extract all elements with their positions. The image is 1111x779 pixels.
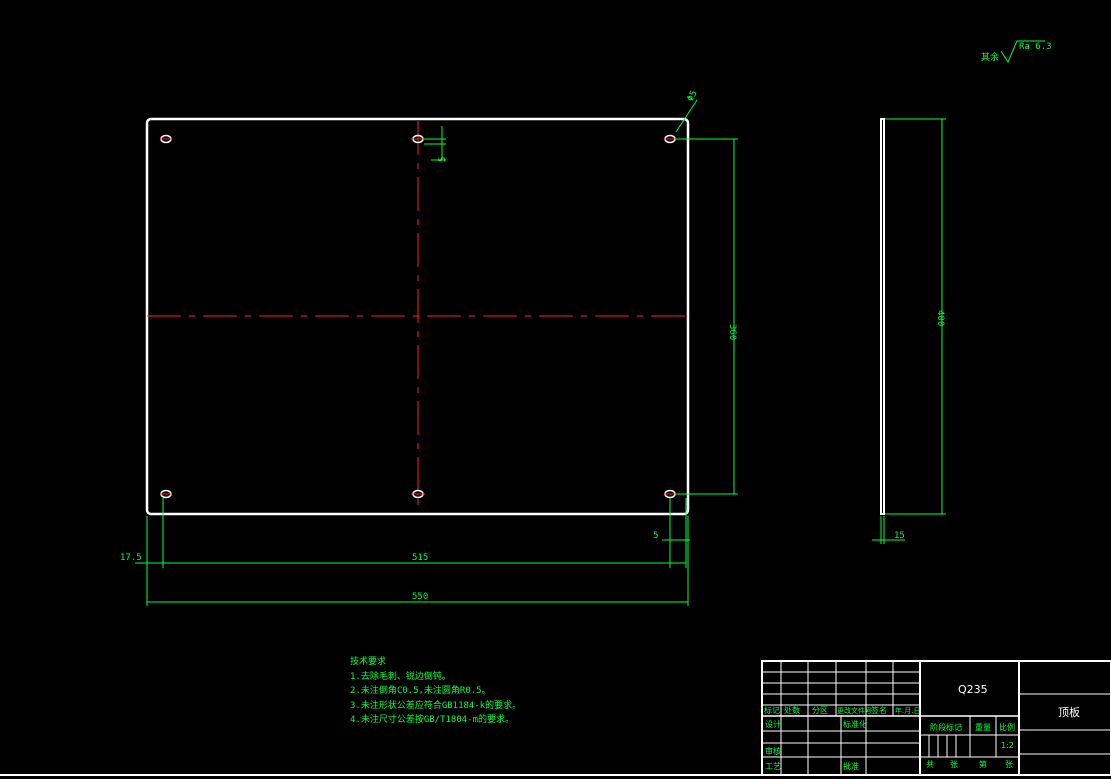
width-label: 550	[412, 592, 428, 602]
tech-req-title: 技术要求	[350, 655, 386, 667]
tb-sheet-no: 第	[979, 759, 987, 769]
tb-scale: 1:2	[1001, 741, 1014, 750]
tech-req-item: 4.未注尺寸公差按GB/T1804-m的要求。	[350, 713, 514, 725]
right-offset-label: 5	[653, 531, 658, 541]
tech-req-item: 2.未注倒角C0.5,未注圆角R0.5。	[350, 684, 491, 696]
roughness-value: Ra 6.3	[1019, 42, 1052, 52]
pitch-label: 515	[412, 553, 428, 563]
title-block	[761, 660, 1111, 776]
tb-material: Q235	[958, 683, 988, 696]
tb-header-date: 年.月.日	[895, 706, 920, 715]
mounting-hole	[411, 134, 425, 144]
hole-dia-leader	[675, 99, 698, 133]
tb-checker: 审核	[765, 746, 781, 756]
tb-sheet-unit2: 张	[1005, 760, 1013, 769]
tb-process: 工艺	[765, 762, 781, 771]
side-height-label: 400	[935, 310, 945, 326]
tb-sheet-unit: 张	[950, 760, 958, 769]
height-label: 360	[727, 324, 737, 340]
roughness-prefix: 其余	[981, 51, 999, 63]
tb-approve: 批准	[843, 761, 859, 771]
tb-header-count: 处数	[784, 705, 800, 715]
tb-header-mark: 标记	[764, 705, 780, 715]
tb-stage-mark: 阶段标记	[930, 722, 962, 732]
tb-header-sign: 签名	[871, 705, 887, 715]
tb-header-zone: 分区	[812, 706, 828, 715]
tb-designer: 设计	[765, 719, 781, 729]
roughness-symbol-icon	[1000, 40, 1045, 64]
mounting-hole	[664, 489, 676, 499]
tb-header-change-doc: 更改文件号	[837, 706, 872, 715]
tb-weight: 重量	[975, 722, 991, 732]
side-view-outline	[880, 118, 885, 515]
hole-dia-label: Φ5	[686, 89, 700, 103]
tech-req-item: 3.未注形状公差应符合GB1184-k的要求。	[350, 699, 521, 711]
mounting-hole	[664, 134, 676, 144]
mounting-hole	[160, 489, 172, 499]
tb-standardization: 标准化	[843, 719, 867, 729]
thickness-label: 15	[894, 531, 905, 541]
tb-part-name: 顶板	[1058, 705, 1080, 719]
tb-scale-label: 比例	[999, 722, 1015, 732]
mounting-hole	[411, 489, 425, 499]
top-offset-label: 5	[438, 157, 448, 162]
mounting-hole	[160, 134, 172, 144]
tb-sheet-total: 共	[926, 760, 934, 769]
tech-req-item: 1.去除毛刺、锐边倒钝。	[350, 670, 451, 682]
edge-offset-label: 17.5	[120, 553, 142, 563]
